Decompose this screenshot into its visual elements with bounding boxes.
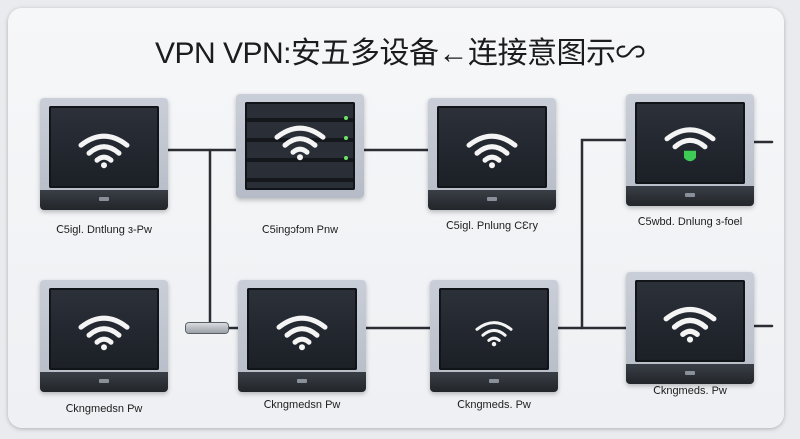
device-label: Ⅽ5igl. Dntlung ɜ-Pw	[56, 224, 152, 236]
wifi-icon	[78, 133, 130, 169]
device-base	[40, 372, 168, 392]
wifi-icon	[276, 315, 328, 351]
device-monitor-1[interactable]	[40, 98, 168, 210]
status-led	[344, 156, 348, 160]
connector-plug	[186, 323, 228, 333]
device-base	[40, 190, 168, 210]
diagram-title: VPN VPN:安五多设备←连接意图示∽	[154, 37, 646, 70]
device-base	[238, 372, 366, 392]
device-label: Ⅽ5wbd. Dnlung ɜ-foel	[637, 216, 743, 228]
device-monitor-2[interactable]	[428, 98, 556, 210]
device-laptop-1[interactable]	[40, 280, 168, 392]
device-screen	[635, 102, 745, 184]
status-led	[344, 116, 348, 120]
device-monitor-3[interactable]	[626, 94, 754, 206]
device-laptop-2[interactable]	[238, 280, 366, 392]
rack-body	[245, 102, 355, 190]
wifi-icon	[274, 125, 326, 161]
device-laptop-4[interactable]	[626, 272, 754, 384]
wifi-icon	[475, 321, 513, 347]
device-label: Ⅽkngmeds. Pw	[653, 385, 727, 397]
device-base	[626, 364, 754, 384]
wifi-icon	[78, 315, 130, 351]
device-laptop-3[interactable]	[430, 280, 558, 392]
device-base	[428, 190, 556, 210]
device-label: Ⅽkngmedsn Pw	[65, 403, 143, 415]
wifi-icon	[466, 133, 518, 169]
device-base	[626, 186, 754, 206]
device-rack-server[interactable]	[236, 94, 364, 198]
device-label: Ⅽkngmedsn Pw	[263, 399, 341, 411]
device-base	[430, 372, 558, 392]
device-label: Ⅽ5ingɔfɔm Pnw	[261, 224, 339, 236]
wifi-shield-icon	[664, 127, 716, 162]
status-led	[344, 136, 348, 140]
wire-trunk-right	[580, 138, 630, 330]
device-label: Ⅽ5igl. Pnlung CƐry	[446, 220, 538, 232]
wifi-icon	[663, 306, 717, 343]
device-label: Ⅽkngmeds. Pw	[457, 399, 531, 411]
